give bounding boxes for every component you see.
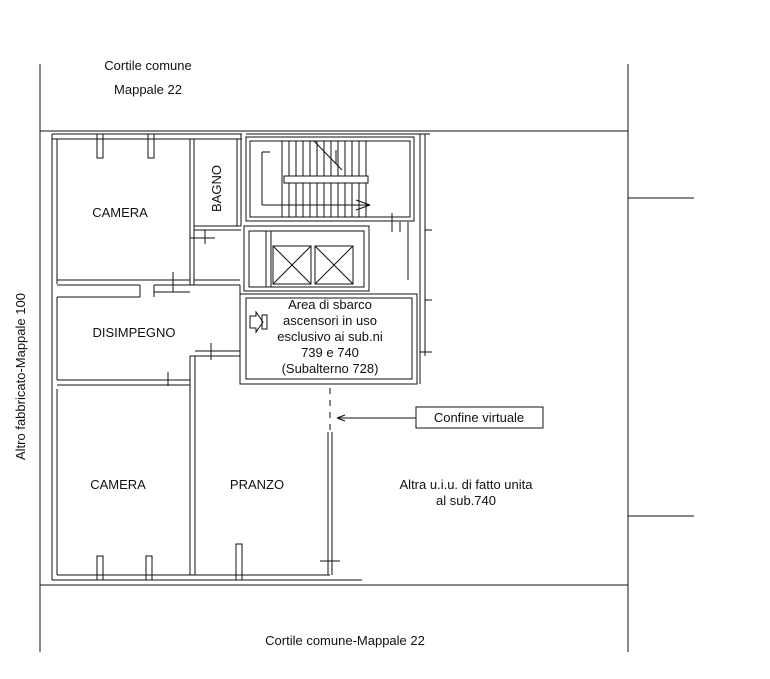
room-label-pranzo: PRANZO xyxy=(229,477,285,492)
room-label-camera-bottom: CAMERA xyxy=(90,477,146,492)
confine-virtuale-label: Confine virtuale xyxy=(433,410,525,425)
room-label-camera-top: CAMERA xyxy=(92,205,148,220)
other-unit-line-1: Altra u.i.u. di fatto unita xyxy=(399,477,533,492)
landing-label-line-5: (Subalterno 728) xyxy=(281,361,379,376)
other-unit-line-2: al sub.740 xyxy=(436,493,496,508)
left-side-label: Altro fabbricato-Mappale 100 xyxy=(13,293,28,460)
landing-label-line-1: Area di sbarco xyxy=(288,297,372,312)
room-label-bagno: BAGNO xyxy=(209,165,224,212)
room-label-disimpegno: DISIMPEGNO xyxy=(92,325,176,340)
courtyard-bottom-label: Cortile comune-Mappale 22 xyxy=(265,633,425,648)
stair-core xyxy=(245,133,430,222)
landing-area-label: Area di sbarco ascensori in uso esclusiv… xyxy=(277,297,383,377)
arrow-head-icon xyxy=(336,414,346,422)
apartment-walls xyxy=(51,133,362,581)
entrance-arrow-icon xyxy=(249,310,264,334)
landing-label-line-3: esclusivo ai sub.ni xyxy=(277,329,383,344)
elevator-cabin-left xyxy=(272,245,312,285)
landing-label-line-4: 739 e 740 xyxy=(301,345,359,360)
landing-label-line-2: ascensori in uso xyxy=(283,313,377,328)
elevator-cabin-right xyxy=(314,245,354,285)
courtyard-top-label-2: Mappale 22 xyxy=(114,82,182,97)
other-unit-label: Altra u.i.u. di fatto unita al sub.740 xyxy=(400,477,533,509)
courtyard-top-label-1: Cortile comune xyxy=(104,58,192,73)
confine-label-box xyxy=(415,406,544,429)
elevator-core xyxy=(243,225,370,292)
landing-area xyxy=(239,293,418,385)
